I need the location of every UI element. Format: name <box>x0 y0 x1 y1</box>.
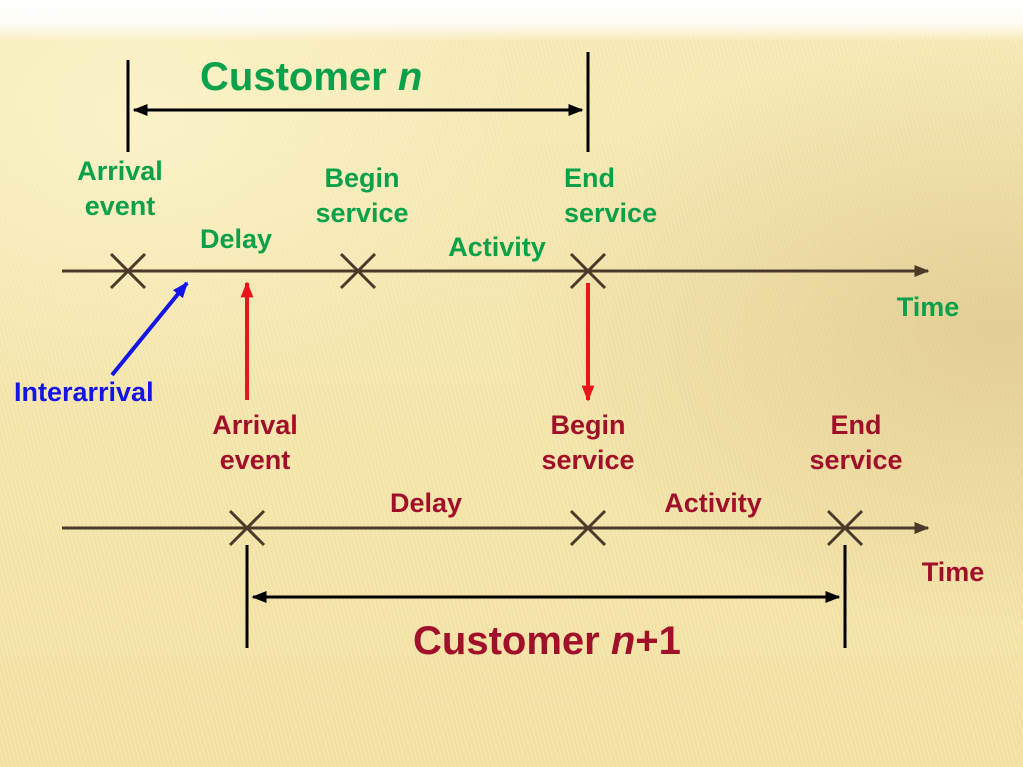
event-marker-begin-n <box>339 252 377 290</box>
label-interarrival: Interarrival <box>14 377 154 407</box>
label-activity-n1: Activity <box>664 488 762 518</box>
customer-n-span <box>126 52 590 152</box>
label-arrival-event-n1: Arrival event <box>212 410 298 476</box>
customer-n1-title: Customer n+1 <box>413 621 681 661</box>
customer-n1-title-prefix: Customer <box>413 619 600 663</box>
customer-n-title-prefix: Customer <box>200 55 387 99</box>
event-marker-begin-n1 <box>569 509 607 547</box>
label-end-service-n1: End service <box>809 410 903 476</box>
customer-n1-title-suffix: +1 <box>635 619 681 663</box>
label-time-top: Time <box>896 292 960 322</box>
slide-top-band <box>0 0 1023 42</box>
label-time-bottom: Time <box>921 557 985 587</box>
customer-n1-title-var: n <box>610 619 636 663</box>
event-marker-end-n <box>569 252 607 290</box>
customer-n1-span <box>245 545 847 648</box>
event-marker-arrival-n <box>109 252 147 290</box>
event-marker-arrival-n1 <box>228 509 266 547</box>
blue-arrow-interarrival <box>110 281 189 377</box>
label-begin-service-n1: Begin service <box>541 410 635 476</box>
customer-n-title-var: n <box>397 55 423 99</box>
label-delay-n1: Delay <box>389 488 463 518</box>
label-arrival-event-n: Arrival event <box>77 156 163 222</box>
label-begin-service-n: Begin service <box>315 163 409 229</box>
label-end-service-n: End service <box>564 163 658 229</box>
event-marker-end-n1 <box>826 509 864 547</box>
label-activity-n: Activity <box>448 232 546 262</box>
label-delay-n: Delay <box>199 224 273 254</box>
customer-n-title: Customer n <box>200 57 422 97</box>
